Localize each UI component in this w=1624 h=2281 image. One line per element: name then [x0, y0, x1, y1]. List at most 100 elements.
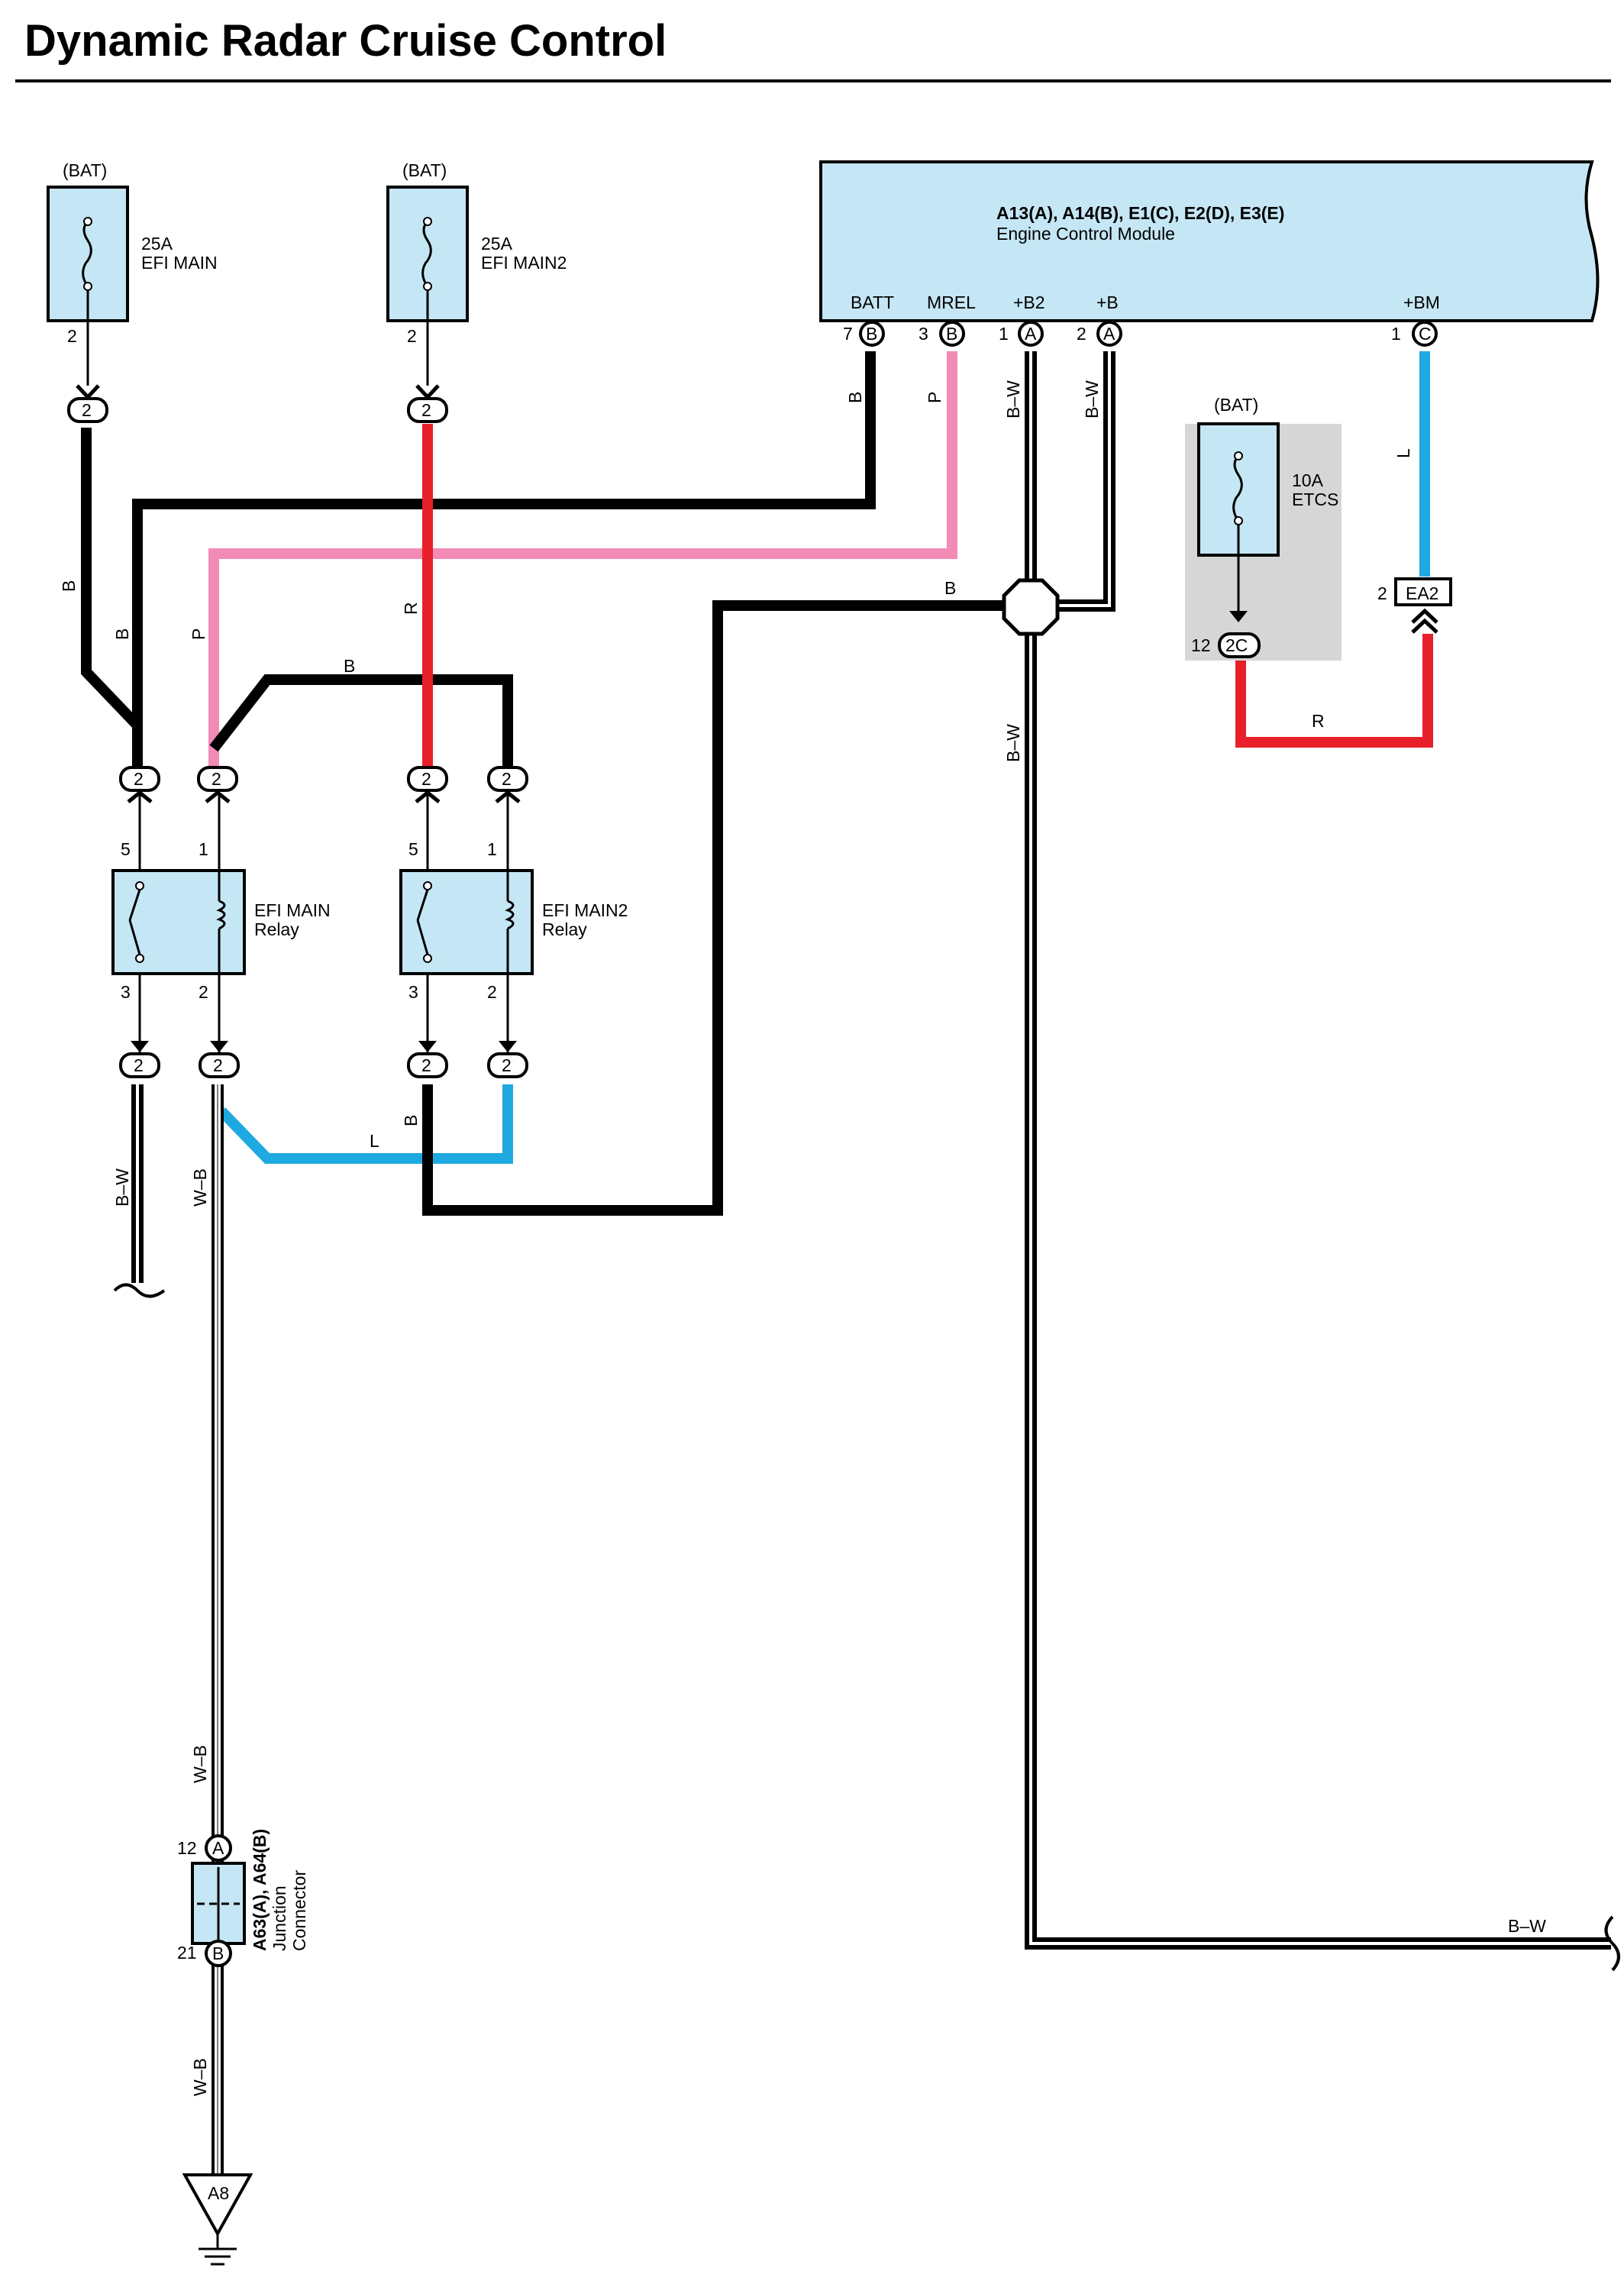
connector-ea2: 2 EA2 — [1377, 577, 1452, 634]
wires — [81, 351, 1611, 2192]
fuse-etcs-conn: 2C — [1225, 635, 1248, 655]
connector-relay1-pin3-bottom: 2 — [119, 1052, 160, 1078]
wire-label-r-etcs: R — [1312, 711, 1325, 731]
junction-bottom-conn: B — [212, 1943, 224, 1963]
relay2-name-line2: Relay — [542, 919, 587, 939]
wire-labels: B P B–W B–W L B B B P R B R B–W L B B–W … — [59, 380, 1546, 2096]
fuse-etcs: (BAT) 10A ETCS 12 2C — [1185, 395, 1341, 661]
wire-label-b-junction: B — [944, 578, 956, 598]
junction-name-line1: Junction — [270, 1885, 289, 1951]
connector-relay1-pin1-top: 2 — [197, 766, 238, 803]
page-title: Dynamic Radar Cruise Control — [24, 16, 667, 66]
ecm-terminal-mrel: MREL — [927, 292, 976, 312]
fuse-efi-main: (BAT) 25A EFI MAIN 2 2 — [47, 160, 218, 423]
relay-connectors-bottom: 2 2 2 2 — [119, 1052, 528, 1078]
pin-bm: 1 — [1391, 324, 1401, 344]
ecm-terminal-bm: +BM — [1403, 292, 1440, 312]
junction-top-conn: A — [212, 1838, 224, 1858]
title-rule — [15, 79, 1611, 82]
fuse-efi-main2-pin: 2 — [407, 326, 417, 346]
relay2-name-line1: EFI MAIN2 — [542, 900, 628, 920]
fuse-efi-main-source: (BAT) — [63, 160, 107, 180]
fuse-efi-main2-rating: 25A — [481, 234, 513, 254]
engine-control-module: A13(A), A14(B), E1(C), E2(D), E3(E) Engi… — [819, 160, 1600, 347]
junction-codes: A63(A), A64(B) — [250, 1829, 270, 1951]
ground-label: A8 — [208, 2183, 229, 2203]
ecm-terminal-b2: +B2 — [1013, 292, 1045, 312]
relay1-name-line2: Relay — [254, 919, 299, 939]
wire-bw-right-break — [1604, 1915, 1620, 1972]
wire-label-p-mrel: P — [925, 392, 944, 403]
wire-r-etcs — [1235, 634, 1433, 748]
fuse-efi-main-conn: 2 — [82, 400, 92, 420]
conn-label: 2 — [421, 769, 431, 789]
ground-a8: A8 — [182, 2173, 253, 2266]
wire-b-relay2-out — [422, 600, 1031, 1216]
connector-relay2-pin3-bottom: 2 — [407, 1052, 448, 1078]
junction-top-pin: 12 — [177, 1838, 197, 1858]
ecm-terminal-batt: BATT — [851, 292, 894, 312]
wire-label-bw-relay1: B–W — [112, 1168, 132, 1207]
wire-label-bw-b2: B–W — [1003, 380, 1023, 418]
wire-label-wb-mid: W–B — [190, 1745, 210, 1783]
conn-b: A — [1103, 324, 1115, 344]
connector-relay2-pin1-top: 2 — [487, 766, 528, 803]
relay2-pin-5: 5 — [408, 839, 418, 859]
connector-relay1-pin2-bottom: 2 — [199, 1052, 240, 1078]
wire-label-b-bridge: B — [344, 656, 355, 676]
wire-label-b-batt-left: B — [112, 628, 132, 640]
wire-label-l-coil: L — [370, 1131, 379, 1151]
wire-label-b-fuse1: B — [59, 580, 79, 592]
relay2-pin-1: 1 — [487, 839, 497, 859]
fuse-efi-main-rating: 25A — [141, 234, 173, 254]
fuse-efi-main2-source: (BAT) — [402, 160, 447, 180]
fuse-efi-main-pin: 2 — [67, 326, 77, 346]
fuse-etcs-name: ETCS — [1292, 489, 1338, 509]
wire-label-bw-b: B–W — [1082, 380, 1102, 418]
conn-label: 2 — [134, 1055, 144, 1075]
wire-label-b-batt: B — [845, 392, 865, 403]
conn-mrel: B — [946, 324, 957, 344]
fuse-etcs-pin: 12 — [1191, 635, 1211, 655]
wire-p-mrel — [208, 351, 957, 767]
ecm-terminal-b: +B — [1096, 292, 1119, 312]
pin-b2: 1 — [999, 324, 1009, 344]
fuse-etcs-source: (BAT) — [1214, 395, 1258, 415]
wire-b-batt — [132, 351, 876, 725]
relay1-pin-5: 5 — [121, 839, 131, 859]
wire-label-b-relay2: B — [401, 1115, 421, 1126]
junction-connector: 12 A 21 B A63(A), A64(B) Junction Connec… — [177, 1829, 309, 1967]
connector-relay2-pin2-bottom: 2 — [487, 1052, 528, 1078]
wire-label-wb-bottom: W–B — [190, 2058, 210, 2096]
pin-mrel: 3 — [919, 324, 928, 344]
ecm-codes: A13(A), A14(B), E1(C), E2(D), E3(E) — [996, 203, 1284, 223]
wire-b-bridge — [209, 674, 513, 767]
pin-b: 2 — [1077, 324, 1086, 344]
relay1-pin-1: 1 — [199, 839, 208, 859]
fuse-efi-main-name: EFI MAIN — [141, 253, 218, 273]
wire-label-l-bm: L — [1393, 448, 1413, 458]
ea2-conn: EA2 — [1406, 583, 1438, 603]
wire-l-coil — [217, 1084, 513, 1164]
connector-relay1-pin5-top: 2 — [119, 766, 160, 803]
relay1-pin-3: 3 — [121, 982, 131, 1002]
wire-label-wb-top: W–B — [190, 1168, 210, 1207]
relay2-pin-2: 2 — [487, 982, 497, 1002]
conn-bm: C — [1419, 324, 1432, 344]
pin-batt: 7 — [843, 324, 853, 344]
ecm-terminal-pins: 7 B 3 B 1 A 2 A 1 C — [843, 321, 1438, 347]
relay-efi-main2: 5 1 EFI MAIN2 Relay 3 2 — [399, 793, 628, 1054]
conn-batt: B — [866, 324, 877, 344]
fuse-efi-main2-conn: 2 — [421, 400, 431, 420]
splice-junction — [1002, 578, 1060, 636]
junction-bottom-pin: 21 — [177, 1943, 197, 1963]
conn-label: 2 — [211, 769, 221, 789]
wire-b-efi-main-fuse — [81, 428, 143, 767]
fuse-efi-main2-name: EFI MAIN2 — [481, 253, 567, 273]
wire-label-r: R — [401, 602, 421, 615]
fuse-etcs-rating: 10A — [1292, 470, 1324, 490]
wire-label-p-left: P — [189, 628, 208, 640]
conn-label: 2 — [502, 769, 512, 789]
